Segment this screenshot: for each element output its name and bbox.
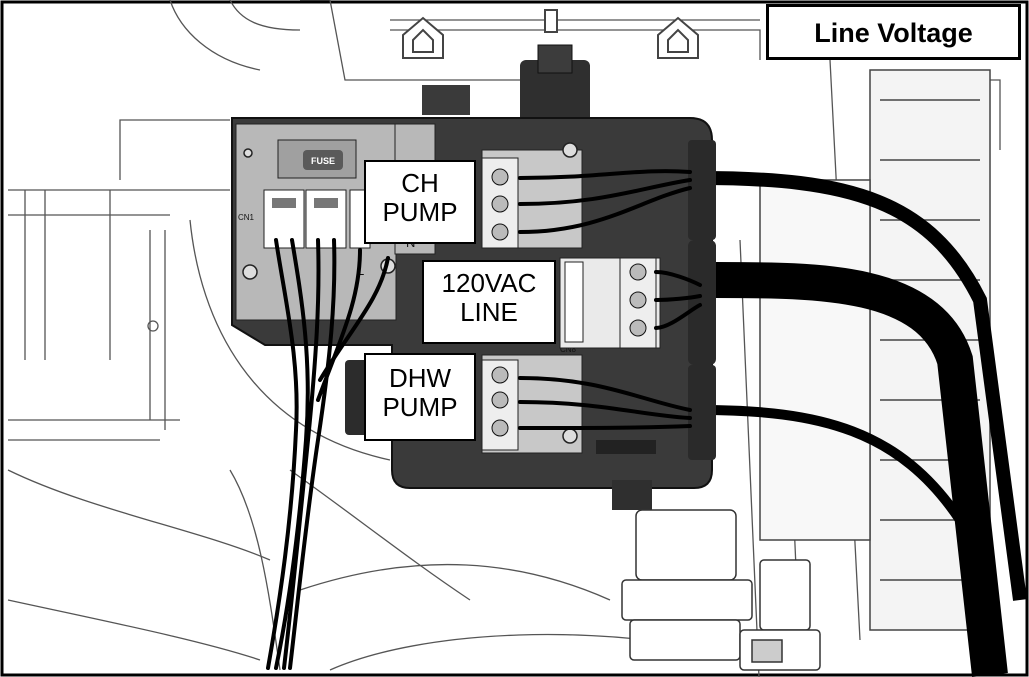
bottom-fittings (621, 509, 821, 671)
cable-bundle (699, 171, 1027, 677)
dhw-terminal-block (481, 359, 519, 451)
pump-wires (266, 238, 390, 670)
dhw-pump-callout-line1: DHW (388, 363, 452, 393)
line-callout: 120VAC LINE (422, 260, 556, 344)
dhw-cable (699, 405, 985, 676)
line-callout-line2: LINE (460, 296, 518, 327)
cable-clip (422, 44, 590, 130)
dhw-pump-callout: DHW PUMP (364, 353, 476, 441)
ch-terminal-block (481, 157, 519, 249)
line-cable (714, 262, 1008, 677)
fuse-label: FUSE (311, 156, 335, 166)
ch-pump-callout-line2: PUMP (382, 196, 458, 227)
internal-wires (518, 169, 702, 430)
diagram-title: Line Voltage (766, 4, 1021, 60)
mounting-bosses (402, 9, 699, 59)
ch-pump-callout-line1: CH (401, 168, 439, 198)
line-terminal-block (559, 257, 661, 349)
cn8-label: CN8 (560, 345, 577, 354)
dhw-pump-callout-line2: PUMP (382, 391, 458, 422)
ch-cable (699, 171, 1027, 601)
ch-pump-callout: CH PUMP (364, 160, 476, 244)
cn1-label: CN1 (238, 213, 255, 222)
line-callout-line1: 120VAC (441, 268, 537, 298)
